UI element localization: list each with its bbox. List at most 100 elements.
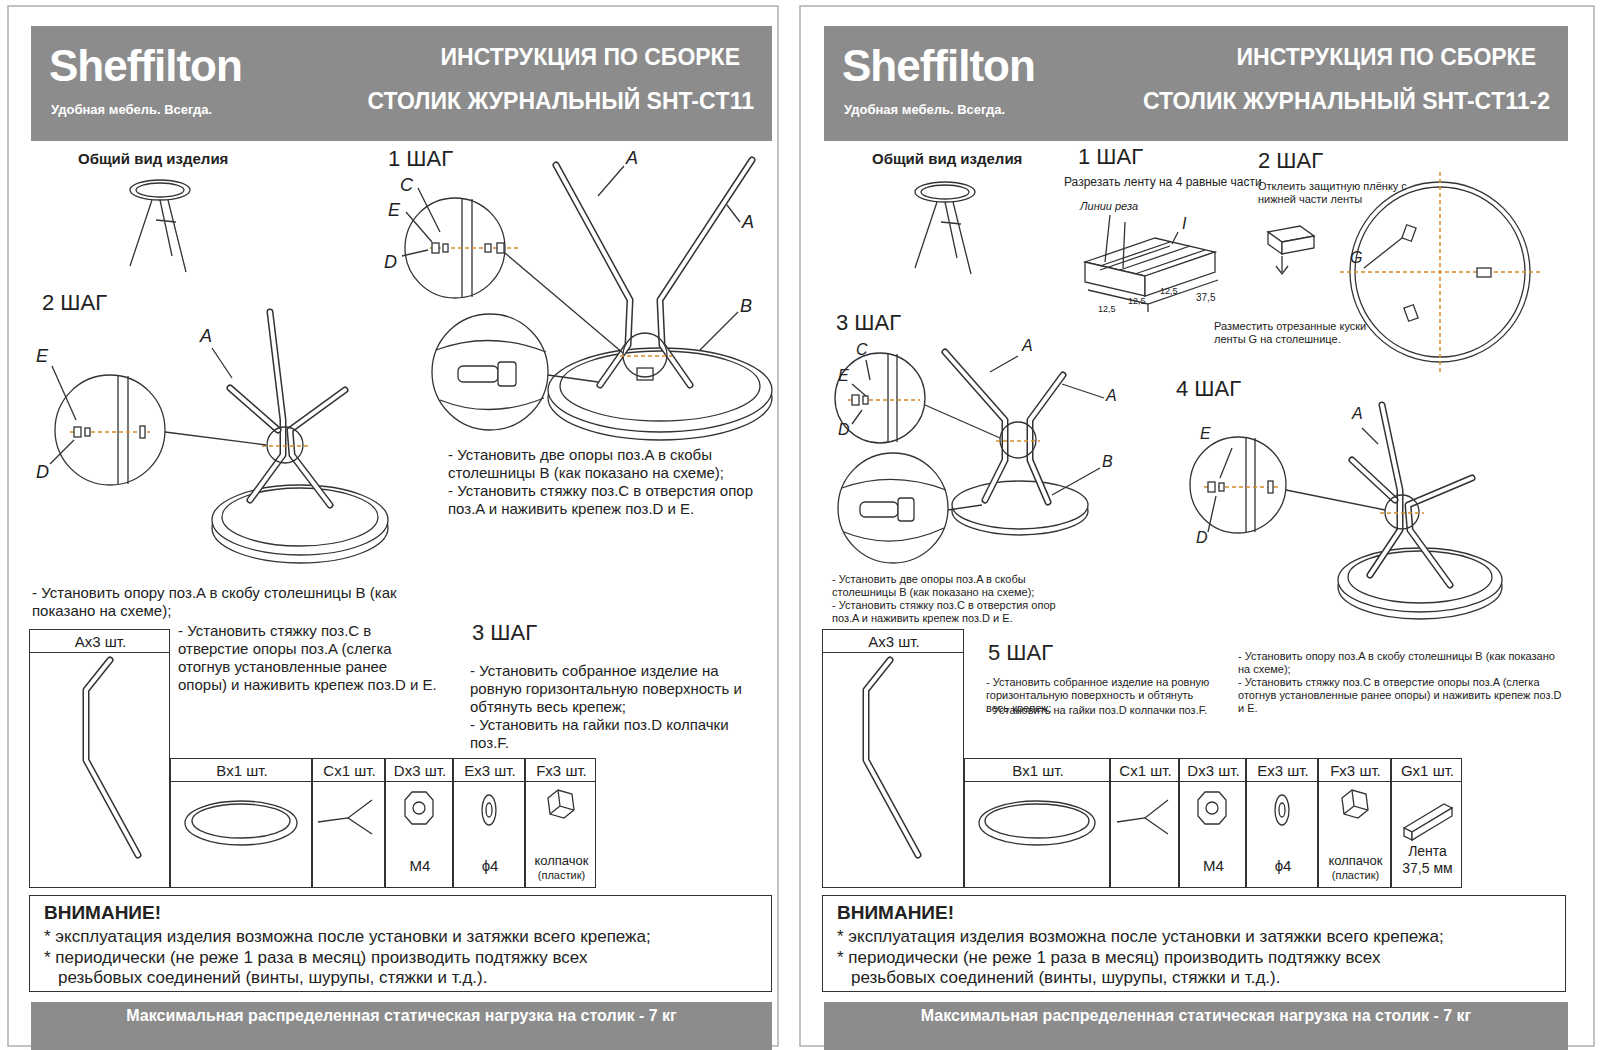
table-row-line: [1319, 781, 1390, 782]
warning-text: * эксплуатация изделия возможна после ус…: [837, 927, 1561, 947]
step-text: - Установить опору поз.A в скобу столешн…: [32, 584, 432, 620]
table-row-line: [1247, 781, 1317, 782]
step-heading: 2 ШАГ: [1258, 148, 1323, 174]
step-text: Отклеить защитную плёнку с нижней части …: [1258, 180, 1438, 206]
table-row-line: [526, 781, 595, 782]
logo-text: Sheffilton: [49, 40, 369, 93]
part-header: Gx1 шт.: [1392, 762, 1463, 780]
part-header: Bx1 шт.: [171, 762, 313, 780]
dimension: 12,5: [1160, 286, 1178, 297]
step-text: Разрезать ленту на 4 равные части: [1064, 175, 1262, 189]
part-header: Cx1 шт.: [313, 762, 386, 780]
header-band: SheffiltonУдобная мебель. Всегда. ИНСТРУК…: [31, 26, 772, 141]
part-cell: Cx1 шт.: [1110, 758, 1179, 888]
part-cell: Fx3 шт. колпачок(пластик): [1318, 758, 1391, 888]
step-text: - Установить стяжку поз.C в отверстия оп…: [832, 599, 1072, 625]
logo-tagline: Удобная мебель. Всегда.: [844, 102, 1164, 118]
part-name: колпачок: [526, 853, 597, 869]
callout-letter: C: [400, 175, 413, 197]
part-header: Cx1 шт.: [1111, 762, 1180, 780]
step-heading: 1 ШАГ: [388, 146, 453, 172]
part-size: M4: [1180, 857, 1247, 875]
warning-box: ВНИМАНИЕ!* эксплуатация изделия возможна…: [822, 895, 1566, 992]
part-cell: Ex3 шт. ϕ4: [1246, 758, 1318, 888]
part-header: Dx3 шт.: [1180, 762, 1247, 780]
step-text: - Установить две опоры поз.A в скобы сто…: [448, 446, 778, 482]
view-caption: Общий вид изделия: [78, 150, 228, 168]
part-cell: Cx1 шт.: [312, 758, 385, 888]
part-name: колпачок: [1319, 853, 1392, 869]
part-cell: Dx3 шт. M4: [1179, 758, 1246, 888]
step-heading: 1 ШАГ: [1078, 144, 1143, 170]
callout-letter: D: [838, 420, 850, 439]
step-text: - Установить стяжку поз.C в отверстия оп…: [448, 482, 778, 518]
part-header: Dx3 шт.: [386, 762, 454, 780]
table-row-line: [823, 652, 963, 653]
header-band: SheffiltonУдобная мебель. Всегда.ИНСТРУК…: [824, 26, 1568, 141]
part-name: Лента 37,5 мм: [1396, 843, 1459, 877]
table-row-line: [171, 781, 311, 782]
callout-letter: E: [838, 366, 849, 385]
part-cell: Gx1 шт. Лента 37,5 мм: [1391, 758, 1462, 888]
step-heading: 3 ШАГ: [836, 310, 901, 336]
warning-text: * периодически (не реже 1 раза в месяц) …: [837, 948, 1461, 989]
part-cell: Fx3 шт.колпачок(пластик): [525, 758, 596, 888]
callout-letter: D: [36, 462, 49, 484]
step-text: - Установить на гайки поз.D колпачки поз…: [986, 704, 1216, 717]
footer-band: Максимальная распределенная статическая …: [31, 1002, 772, 1050]
table-row-line: [386, 781, 452, 782]
callout-letter: A: [1352, 404, 1363, 423]
step-heading: 4 ШАГ: [1176, 376, 1241, 402]
logo-tagline: Удобная мебель. Всегда.: [51, 102, 371, 118]
part-cell: Ax3 шт.: [29, 629, 170, 888]
callout-letter: A: [742, 212, 754, 234]
part-cell: Bx1 шт.: [170, 758, 312, 888]
part-header: Bx1 шт.: [965, 762, 1111, 780]
table-row-line: [454, 781, 524, 782]
document-title: ИНСТРУКЦИЯ ПО СБОРКЕ: [31, 44, 740, 72]
part-material: (пластик): [1319, 869, 1392, 882]
callout-letter: A: [1022, 336, 1033, 355]
part-cell: Ax3 шт.: [822, 629, 964, 888]
document-title: ИНСТРУКЦИЯ ПО СБОРКЕ: [824, 44, 1536, 72]
step-heading: 5 ШАГ: [988, 640, 1053, 666]
step-text: - Установить собранное изделие на ровную…: [470, 662, 770, 716]
callout-letter: E: [388, 200, 400, 222]
callout-letter: D: [384, 252, 397, 274]
part-size: ϕ4: [454, 857, 526, 875]
product-title: СТОЛИК ЖУРНАЛЬНЫЙ SHT-CT11-2: [824, 88, 1550, 116]
part-header: Ax3 шт.: [823, 633, 965, 651]
callout-letter: A: [200, 326, 212, 348]
dimension: 12,5: [1098, 304, 1116, 315]
step-heading: 3 ШАГ: [472, 620, 537, 646]
part-size: ϕ4: [1247, 857, 1319, 875]
step-text: - Установить на гайки поз.D колпачки поз…: [470, 716, 770, 752]
part-cell: Dx3 шт.M4: [385, 758, 453, 888]
dimension: 37,5: [1196, 292, 1215, 304]
table-row-line: [1180, 781, 1245, 782]
part-header: Ax3 шт.: [30, 633, 171, 651]
callout-letter: B: [1102, 452, 1113, 471]
part-cell: Bx1 шт.: [964, 758, 1110, 888]
callout-letter: E: [1200, 424, 1211, 443]
part-header: Ex3 шт.: [454, 762, 526, 780]
warning-heading: ВНИМАНИЕ!: [837, 902, 1137, 925]
warning-text: * периодически (не реже 1 раза в месяц) …: [44, 948, 668, 989]
step-text: - Установить стяжку поз.C в отверстие оп…: [178, 622, 440, 694]
cut-lines-label: Линии реза: [1080, 200, 1138, 213]
table-row-line: [30, 652, 169, 653]
part-header: Ex3 шт.: [1247, 762, 1319, 780]
step-text: Разместить отрезанные куски ленты G на с…: [1214, 320, 1394, 346]
load-note: Максимальная распределенная статическая …: [916, 1006, 1476, 1025]
table-row-line: [313, 781, 384, 782]
table-row-line: [1392, 781, 1461, 782]
part-cell: Ex3 шт. ϕ4: [453, 758, 525, 888]
step-heading: 2 ШАГ: [42, 290, 107, 316]
dimension: 12,5: [1128, 296, 1146, 307]
step-text: - Установить стяжку поз.C в отверстие оп…: [1238, 676, 1568, 716]
part-header: Fx3 шт.: [1319, 762, 1392, 780]
callout-letter: C: [856, 340, 868, 359]
callout-letter: D: [1196, 528, 1208, 547]
